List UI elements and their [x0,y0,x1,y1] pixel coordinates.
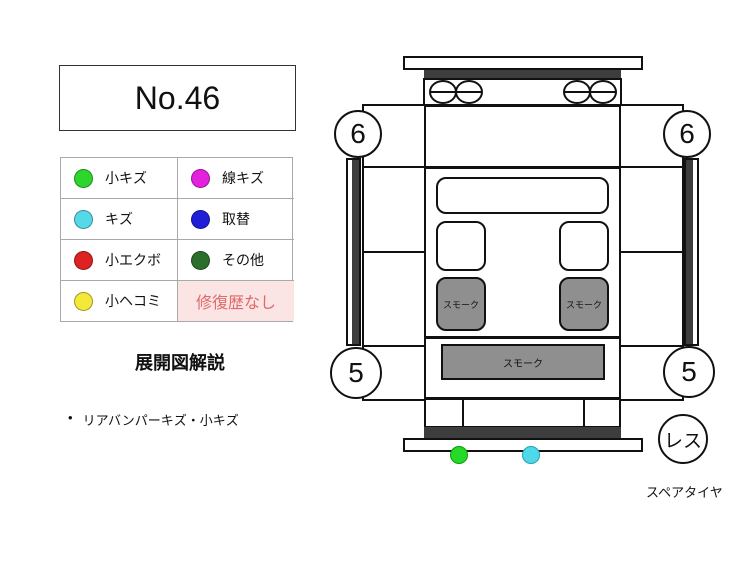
headlight-icon [563,80,591,104]
legend-item: その他 [178,240,294,281]
legend-label: 小キズ [105,170,147,186]
taillight-divider [583,400,585,426]
left-front-door-panel [362,166,426,253]
callout-rear-left: 5 [330,347,382,399]
sheet-number: No.46 [134,79,221,116]
windshield [436,177,609,214]
note-text: リアバンパーキズ・小キズ [82,413,239,428]
taillight-divider [462,400,464,426]
smoke-label: スモーク [442,299,479,310]
front-trim-bar [424,70,621,78]
damage-mark-scratch [522,446,540,464]
legend-item: キズ [61,199,178,240]
damage-mark-small-scratch [450,446,468,464]
repair-history-label: 修復歴なし [195,295,276,312]
legend-item: 小エクボ [61,240,178,281]
legend-label: 小ヘコミ [105,293,161,309]
callout-front-left: 6 [334,110,382,158]
legend-label: キズ [105,211,133,227]
right-front-window [559,221,609,271]
callout-rear-right: 5 [663,346,715,398]
front-bumper [403,56,643,70]
small-dimple-dot-icon [74,250,93,270]
left-rear-window-smoked: スモーク [436,277,486,331]
callout-front-right: 6 [663,110,711,158]
legend-item: 取替 [178,199,294,240]
bullet-icon: • [68,410,73,425]
legend-table: 小キズ 線キズ キズ 取替 小エクボ その他 小ヘコミ 修復歴なし [60,157,294,322]
note-item: • リアバンパーキズ・小キズ [68,410,328,429]
spare-tire-less-badge: レス [658,414,708,464]
repair-history-badge: 修復歴なし [178,281,294,321]
right-rear-window-smoked: スモーク [559,277,609,331]
right-rocker-trim [686,160,693,344]
headlight-icon [429,80,457,104]
right-rear-door-panel [619,251,684,347]
small-dent-dot-icon [74,291,93,311]
line-scratch-dot-icon [191,168,210,188]
rear-window-smoked: スモーク [441,344,605,380]
replaced-dot-icon [191,209,210,229]
legend-label: その他 [222,252,264,268]
legend-label: 小エクボ [105,252,161,268]
left-rocker-trim [352,160,359,344]
small-scratch-dot-icon [74,168,93,188]
other-dot-icon [191,250,210,270]
spare-tire-label: スペアタイヤ [646,485,723,500]
legend-item: 小ヘコミ [61,281,178,321]
headlight-icon [589,80,617,104]
smoke-label: スモーク [565,299,602,310]
scratch-dot-icon [74,209,93,229]
right-front-door-panel [619,166,684,253]
legend-item: 小キズ [61,158,178,199]
sheet-number-box: No.46 [59,65,296,131]
legend-label: 取替 [222,211,250,227]
headlight-icon [455,80,483,104]
taillight-panel [424,398,621,428]
smoke-label: スモーク [503,358,543,370]
legend-item: 線キズ [178,158,294,199]
right-rocker-rail [684,158,699,346]
legend-label: 線キズ [222,170,264,186]
hood-panel [424,105,621,168]
notes-heading: 展開図解説 [135,353,225,373]
left-front-window [436,221,486,271]
rear-trim-bar [424,427,621,438]
left-rear-door-panel [362,251,426,347]
left-rocker-rail [346,158,361,346]
